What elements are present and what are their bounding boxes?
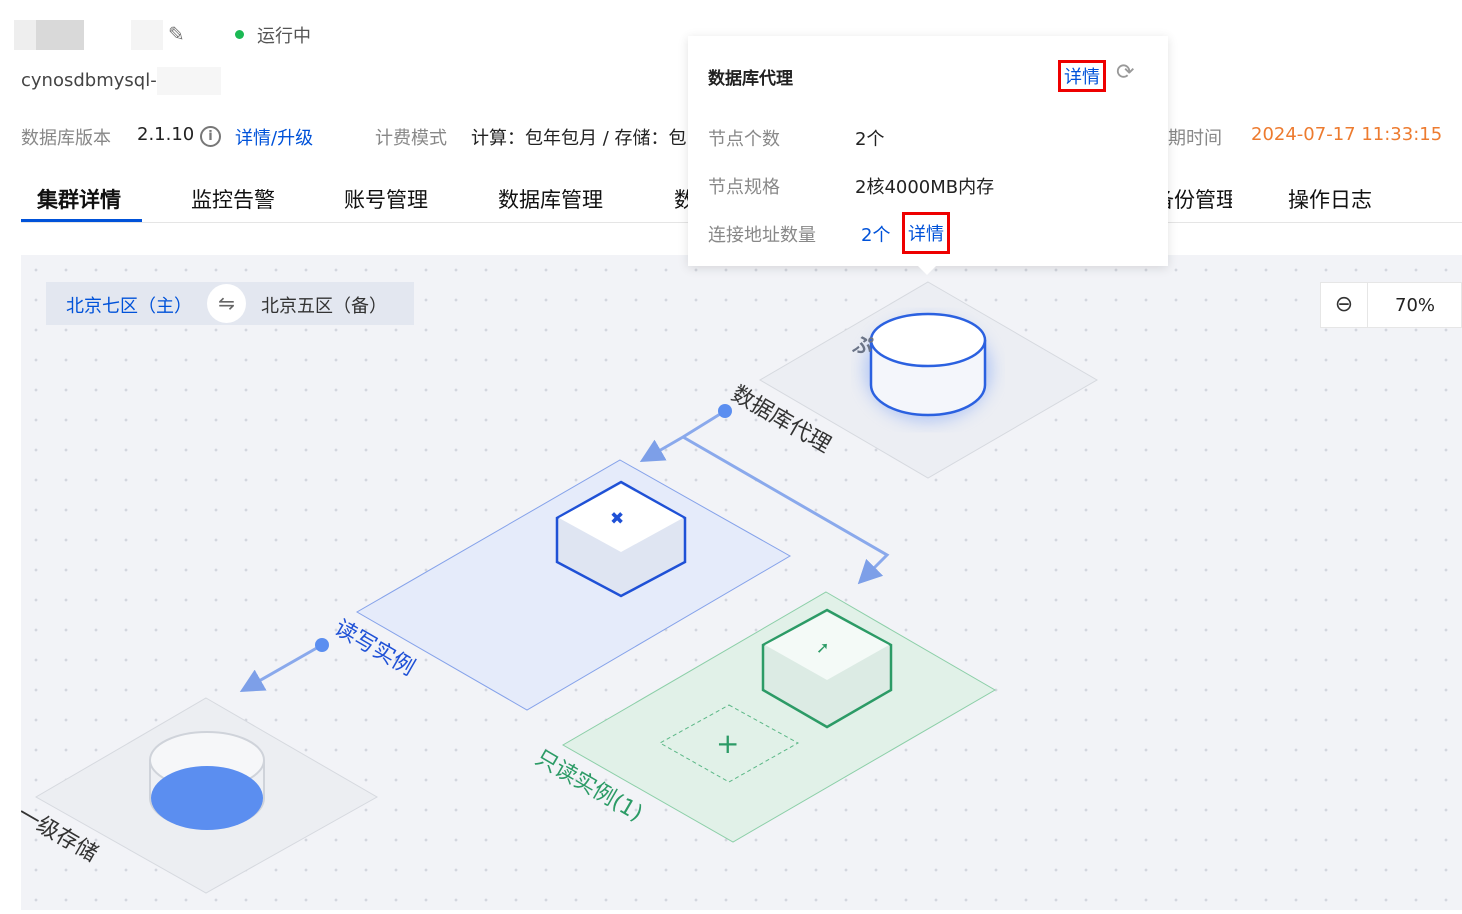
- tab-backup-visible-part[interactable]: 备份管理: [1168, 184, 1232, 214]
- cluster-id-prefix: cynosdbmysql-: [21, 70, 157, 91]
- status-dot: [235, 30, 244, 39]
- tab-accounts[interactable]: 账号管理: [344, 188, 428, 212]
- refresh-icon[interactable]: ⟳: [1116, 60, 1135, 85]
- zoom-level: 70%: [1395, 295, 1436, 316]
- region-secondary: 北京五区（备）: [261, 296, 387, 317]
- expire-label-visible-part: 到期时间: [1168, 124, 1238, 150]
- tab-monitoring[interactable]: 监控告警: [191, 188, 275, 212]
- popover-row-value: 2核4000MB内存: [855, 177, 995, 198]
- popover-title: 数据库代理: [708, 69, 793, 89]
- tab-operation-log[interactable]: 操作日志: [1288, 188, 1372, 212]
- tab-db-proxy[interactable]: 数据库代理: [674, 188, 688, 212]
- tab-db-proxy-visible-part[interactable]: 数据库代理: [674, 184, 688, 214]
- tab-cluster-details[interactable]: 集群详情: [37, 188, 121, 212]
- popover-row-label: 节点规格: [708, 177, 780, 198]
- add-ro-instance-button: [658, 704, 800, 783]
- info-icon[interactable]: i: [200, 126, 221, 147]
- connector-dot: [718, 404, 732, 418]
- connection-detail-link[interactable]: 详情: [902, 212, 950, 254]
- zoom-out-button[interactable]: ⊖: [1321, 283, 1368, 327]
- tab-active-indicator: [21, 219, 142, 222]
- region-primary[interactable]: 北京七区（主）: [66, 296, 192, 317]
- connector-line: [682, 435, 890, 585]
- proxy-icon: ぷ: [850, 333, 875, 357]
- plus-icon: +: [716, 727, 739, 760]
- cluster-id: cynosdbmysql-: [21, 67, 221, 95]
- cluster-name-redacted: [14, 20, 84, 50]
- ro-icon: ➚: [816, 638, 829, 657]
- zoom-control: ⊖ 70%: [1320, 282, 1462, 328]
- tab-backup[interactable]: 备份管理: [1168, 188, 1232, 212]
- expire-value: 2024-07-17 11:33:15: [1251, 124, 1443, 145]
- cluster-name-redacted-2: [131, 20, 163, 50]
- swap-region-button[interactable]: ⇋: [207, 284, 246, 323]
- storage-fill: [151, 766, 263, 830]
- edit-icon[interactable]: ✎: [168, 22, 185, 46]
- version-upgrade-link[interactable]: 详情/升级: [235, 128, 314, 149]
- connector-line: [239, 643, 323, 692]
- connector-dot: [315, 638, 329, 652]
- topology-diagram: ぷ ✖ ➚ + 数据库代理 读写实例 只读实例(1) 一级存储: [13, 281, 1098, 894]
- billing-label: 计费模式: [375, 128, 447, 149]
- popover-row-value: 2个: [855, 129, 885, 150]
- topology-canvas[interactable]: ぷ ✖ ➚ + 数据库代理 读写实例 只读实例(1) 一级存储 北京七区（主） …: [13, 255, 1462, 910]
- popover-row-label: 节点个数: [708, 129, 780, 150]
- expire-label: 到期时间: [1168, 128, 1222, 149]
- status-text: 运行中: [257, 26, 311, 47]
- popover-row-value[interactable]: 2个: [861, 225, 891, 246]
- rw-icon: ✖: [610, 509, 624, 529]
- proxy-detail-link[interactable]: 详情: [1058, 60, 1106, 92]
- version-value: 2.1.10: [137, 124, 195, 145]
- popover-row-label: 连接地址数量: [708, 225, 816, 246]
- connector-line: [639, 409, 726, 463]
- db-proxy-popover: 数据库代理 详情 ⟳ 节点个数 2个 节点规格 2核4000MB内存 连接地址数…: [688, 36, 1168, 275]
- version-label: 数据库版本: [21, 128, 111, 149]
- region-switcher: 北京七区（主） ⇋ 北京五区（备）: [46, 282, 414, 325]
- tab-databases[interactable]: 数据库管理: [498, 188, 603, 212]
- billing-value: 计算：包年包月 / 存储：包: [471, 128, 687, 149]
